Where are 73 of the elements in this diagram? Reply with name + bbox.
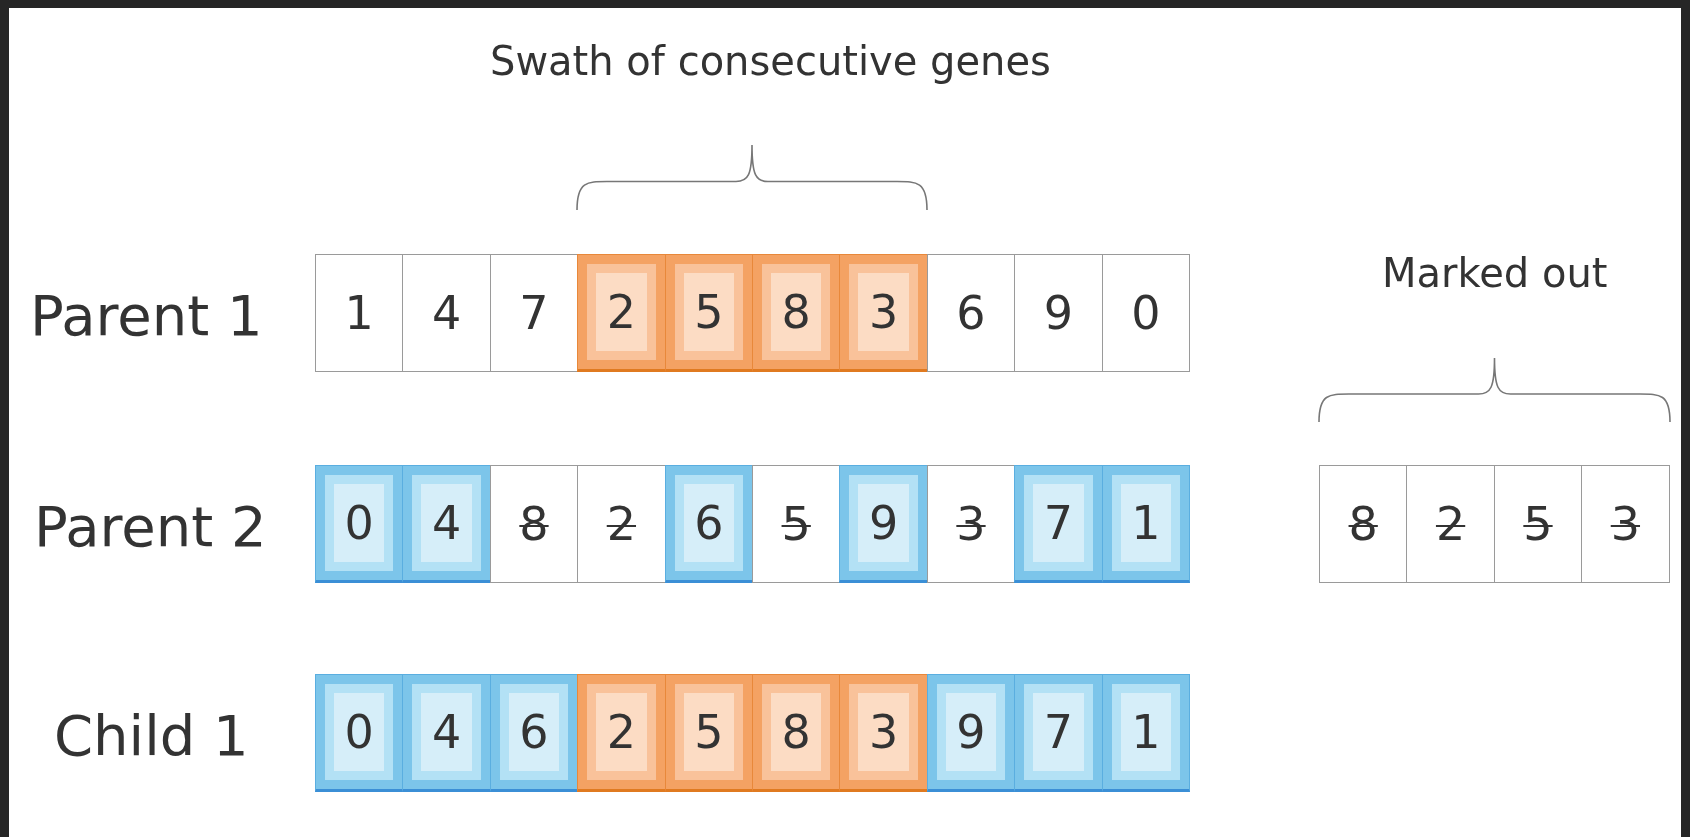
gene-number: 7 [1043,496,1073,550]
gene-cell [664,254,753,372]
gene-number: 5 [694,285,724,339]
gene-number: 6 [956,286,986,340]
crossed-out-gene-cell [1493,465,1583,583]
crossed-out-gene-cell [1406,465,1495,583]
crossed-out-gene-cell [1581,465,1670,583]
gene-number: 9 [956,705,986,759]
gene-number: 8 [1348,497,1378,551]
gene-cell [489,674,579,792]
gene-cell [315,674,404,792]
gene-cell [664,465,753,583]
gene-number: 8 [781,285,811,339]
gene-number: 4 [431,705,462,759]
gene-cell [1101,465,1190,583]
gene-cell [926,674,1016,792]
gene-number: 2 [1435,497,1466,551]
gene-cell [402,254,491,372]
gene-number: 9 [868,496,899,550]
gene-number: 2 [606,497,636,551]
gene-number: 3 [956,497,986,551]
gene-number: 1 [1131,496,1161,550]
gene-cell [1101,254,1190,372]
gene-number: 8 [519,497,549,551]
gene-number: 7 [1043,705,1073,759]
gene-cell [752,254,841,372]
gene-number: 1 [344,286,374,340]
gene-cell [402,674,491,792]
gene-cell [926,254,1016,372]
row-label: Parent 1 [30,283,263,348]
gene-number: 6 [694,496,724,550]
gene-cell [1101,674,1190,792]
crossed-out-gene-cell [1319,465,1408,583]
gene-cell [577,674,666,792]
row-label: Child 1 [54,703,249,768]
gene-number: 9 [1043,286,1073,340]
gene-number: 4 [431,496,462,550]
gene-number: 0 [344,496,374,550]
gene-cell [839,254,928,372]
gene-cell [1014,674,1103,792]
gene-number: 3 [868,285,899,339]
crossed-out-gene-cell [577,465,666,583]
gene-number: 2 [606,705,636,759]
crossed-out-gene-cell [489,465,579,583]
gene-cell [1014,254,1103,372]
gene-number: 4 [431,286,462,340]
crossed-out-gene-cell [752,465,841,583]
gene-number: 8 [781,705,811,759]
row-label: Parent 2 [34,494,267,559]
gene-number: 2 [606,285,636,339]
gene-number: 5 [1523,497,1553,551]
gene-cell [315,254,404,372]
gene-number: 3 [868,705,899,759]
gene-number: 7 [519,286,549,340]
gene-number: 5 [694,705,724,759]
gene-cell [752,674,841,792]
gene-number: 6 [519,705,549,759]
heading: Marked out [1382,250,1608,296]
gene-cell [1014,465,1103,583]
crossed-out-gene-cell [926,465,1016,583]
gene-number: 0 [344,705,374,759]
gene-cell [315,465,404,583]
gene-cell [664,674,753,792]
heading: Swath of consecutive genes [490,38,1051,84]
gene-cell [577,254,666,372]
gene-number: 3 [1610,497,1640,551]
gene-number: 1 [1131,705,1161,759]
gene-number: 5 [781,497,811,551]
gene-cell [839,674,928,792]
gene-number: 0 [1131,286,1161,340]
gene-cell [489,254,579,372]
gene-cell [402,465,491,583]
gene-cell [839,465,928,583]
